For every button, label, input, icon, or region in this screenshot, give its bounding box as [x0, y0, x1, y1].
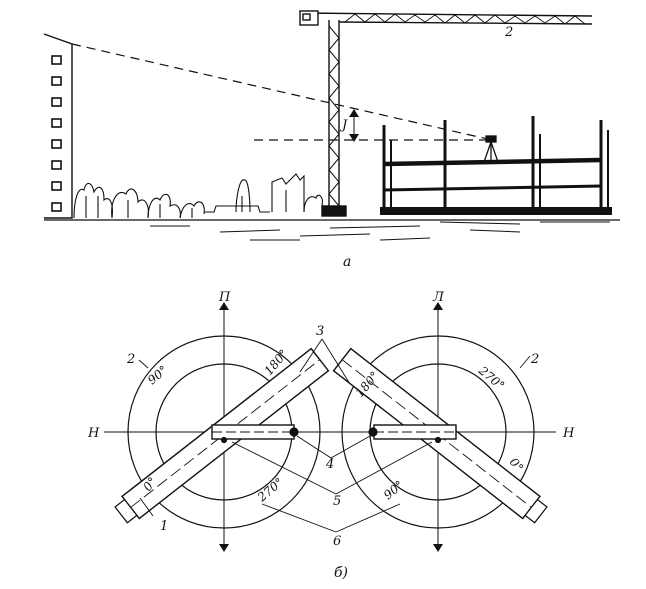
frame-structure	[380, 116, 612, 215]
left-base-bar	[211, 424, 295, 440]
sight-lines	[71, 43, 493, 141]
callout-6: 6	[333, 534, 341, 549]
tall-building	[43, 33, 73, 219]
caption-b: б)	[334, 565, 348, 581]
callout-5: 5	[333, 494, 341, 509]
left-pivot	[289, 427, 299, 437]
boom-label: 2	[504, 25, 513, 40]
level-instrument	[483, 135, 499, 163]
right-pivot	[368, 427, 378, 437]
right-dial-90: 90°	[381, 478, 406, 502]
callout-1: 1	[160, 519, 168, 534]
callout-2-left: 2	[126, 352, 135, 367]
part-b-dials	[104, 302, 556, 552]
callout-3: 3	[316, 324, 324, 339]
height-label: J	[339, 118, 348, 133]
caption-a: а	[343, 254, 351, 270]
leader-lines	[138, 338, 531, 533]
right-base-bar	[373, 424, 457, 440]
left-dial-270: 270°	[254, 475, 286, 505]
axis-right-label: Н	[562, 426, 575, 441]
left-dial-90: 90°	[145, 363, 170, 387]
part-a-scene	[43, 10, 620, 241]
tower-crane	[299, 10, 593, 217]
callout-2-right: 2	[530, 352, 539, 367]
left-dial-0: 0°	[140, 474, 159, 493]
callout-4: 4	[325, 457, 334, 472]
ground	[44, 219, 620, 241]
right-pole-top-label: Л	[432, 290, 445, 305]
axis-left-label: Н	[87, 426, 100, 441]
trees	[73, 173, 323, 219]
right-dial-0: 0°	[507, 455, 526, 474]
left-pole-top-label: П	[218, 290, 231, 305]
